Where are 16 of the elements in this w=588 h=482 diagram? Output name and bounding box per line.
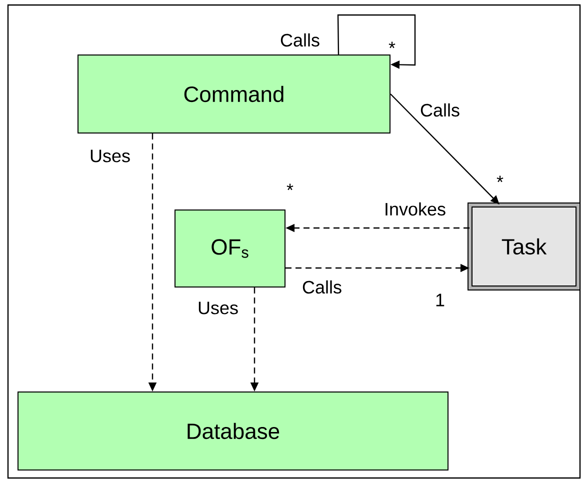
multiplicity-label: 1 xyxy=(436,294,444,306)
class-box: Task xyxy=(468,202,580,290)
class-box: OF$_{s}$ xyxy=(174,210,286,288)
class-box: Command xyxy=(78,54,390,134)
edge-label: Calls xyxy=(279,32,321,48)
arrow xyxy=(337,14,416,69)
multiplicity-label: * xyxy=(286,184,294,190)
arrow xyxy=(390,94,500,204)
multiplicity-label: * xyxy=(496,176,504,182)
edge-label: Uses xyxy=(196,300,240,316)
edge-label: Calls xyxy=(419,102,462,118)
edge-label: Uses xyxy=(88,148,132,164)
edge-label: Invokes xyxy=(383,201,448,217)
edge-label: Calls xyxy=(301,279,343,295)
multiplicity-label: * xyxy=(388,42,396,48)
class-box: Database xyxy=(18,392,448,470)
